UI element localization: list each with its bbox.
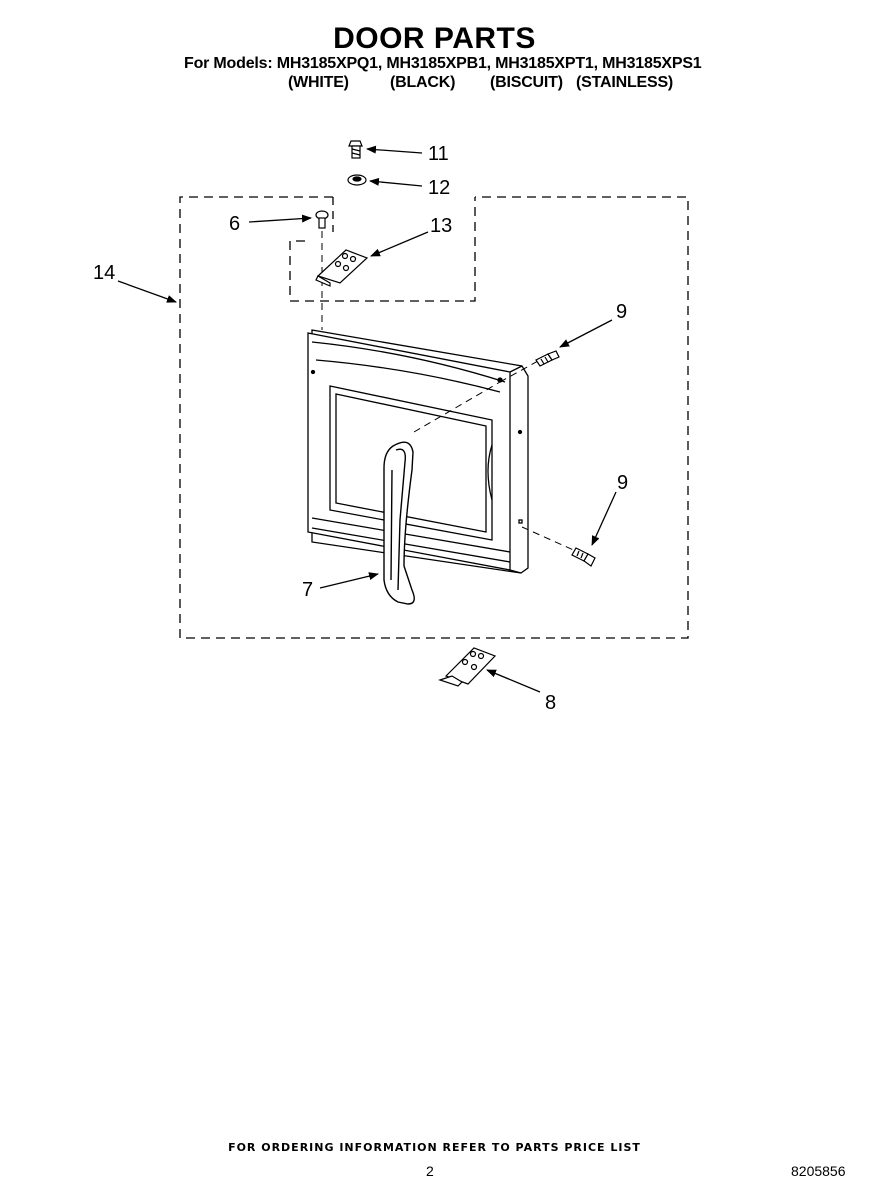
callout-12: 12	[428, 177, 450, 199]
variant-biscuit: (BISCUIT)	[490, 74, 563, 91]
door-panel	[307, 329, 529, 574]
callout-13: 13	[430, 215, 452, 237]
document-number: 8205856	[791, 1163, 846, 1179]
page-title: DOOR PARTS	[333, 22, 536, 55]
callout-arrows	[117, 145, 617, 693]
hinge-part-8	[438, 647, 497, 687]
page-number: 2	[426, 1163, 434, 1179]
hinge-box-outline	[289, 197, 476, 302]
pin-part-6	[315, 210, 329, 229]
callout-11: 11	[428, 143, 449, 165]
ordering-note: FOR ORDERING INFORMATION REFER TO PARTS …	[228, 1141, 641, 1154]
washer-part-12	[347, 174, 367, 186]
screw-part-9-lower	[571, 547, 596, 567]
screw-part-11	[348, 140, 363, 159]
door-assembly-outline	[179, 196, 689, 639]
callout-9-lower: 9	[617, 472, 628, 494]
hinge-part-13	[315, 249, 369, 287]
callout-6: 6	[229, 213, 240, 235]
variant-white: (WHITE)	[288, 74, 349, 91]
callout-8: 8	[545, 692, 556, 714]
callout-14: 14	[93, 262, 115, 284]
callout-7: 7	[302, 579, 313, 601]
screw-part-9-upper	[535, 350, 560, 367]
variant-black: (BLACK)	[390, 74, 456, 91]
callout-9-upper: 9	[616, 301, 627, 323]
models-line: For Models: MH3185XPQ1, MH3185XPB1, MH31…	[184, 55, 702, 72]
handle-part-7	[383, 441, 415, 605]
variant-stainless: (STAINLESS)	[576, 74, 674, 91]
